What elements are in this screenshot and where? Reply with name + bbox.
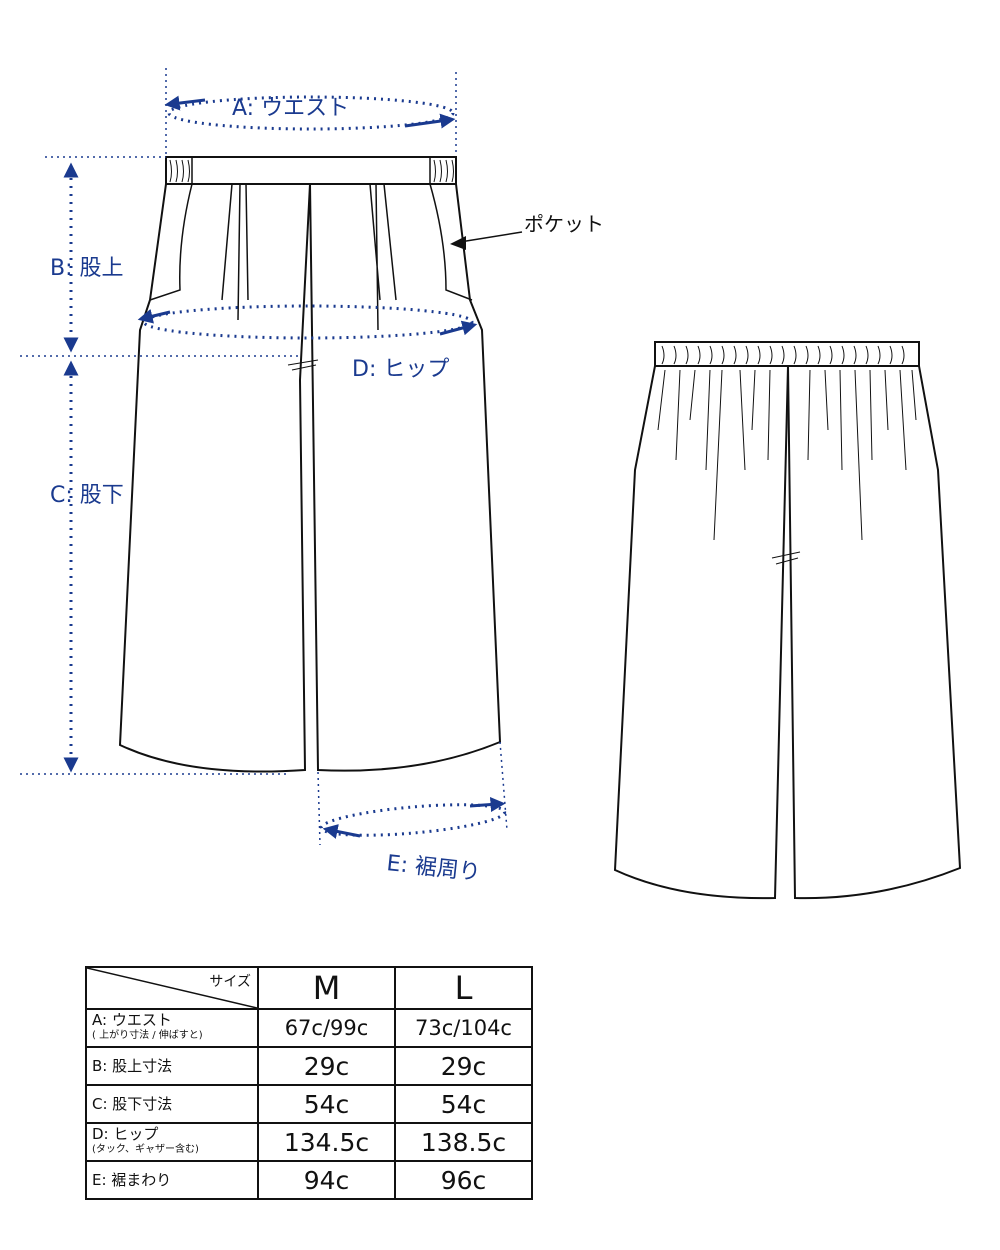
- back-waistband: [654, 341, 920, 367]
- row-label: D: ヒップ (タック、ギャザー含む): [85, 1122, 259, 1162]
- table-cell: 67c/99c: [257, 1008, 396, 1048]
- front-left-leg: [118, 183, 311, 773]
- table-row: E: 裾まわり 94c 96c: [85, 1160, 533, 1200]
- garment-diagram: A: ウエスト B: 股上 C: 股下 D: ヒップ E: 裾周り ポケット: [20, 68, 962, 900]
- table-cell: 138.5c: [394, 1122, 533, 1162]
- table-cell: 94c: [257, 1160, 396, 1200]
- waist-label: A: ウエスト: [232, 96, 349, 121]
- hem-label: E: 裾周り: [385, 851, 481, 886]
- size-header-m: M: [257, 966, 396, 1010]
- waist-measure-ellipse: [167, 95, 455, 131]
- hip-measure-ellipse: [142, 304, 474, 340]
- table-cell: 29c: [394, 1046, 533, 1086]
- back-right-leg: [787, 365, 962, 900]
- row-label: B: 股上寸法: [85, 1046, 259, 1086]
- row-label-text: D: ヒップ: [92, 1125, 159, 1143]
- back-left-leg: [613, 365, 789, 900]
- table-row: C: 股下寸法 54c 54c: [85, 1084, 533, 1124]
- row-sublabel-text: ( 上がり寸法 / 伸ばすと): [92, 1030, 203, 1041]
- table-row: D: ヒップ (タック、ギャザー含む) 134.5c 138.5c: [85, 1122, 533, 1162]
- table-cell: 96c: [394, 1160, 533, 1200]
- table-cell: 73c/104c: [394, 1008, 533, 1048]
- front-right-leg: [309, 183, 502, 772]
- rise-label: B: 股上: [50, 256, 124, 281]
- table-cell: 29c: [257, 1046, 396, 1086]
- row-label-text: C: 股下寸法: [92, 1095, 173, 1113]
- table-row: A: ウエスト ( 上がり寸法 / 伸ばすと) 67c/99c 73c/104c: [85, 1008, 533, 1048]
- row-label: C: 股下寸法: [85, 1084, 259, 1124]
- pocket-label: ポケット: [524, 212, 604, 236]
- table-header-row: サイズ M L: [85, 966, 533, 1010]
- back-view: [613, 341, 962, 900]
- dimension-guides: [20, 68, 508, 846]
- inseam-label: C: 股下: [50, 483, 124, 508]
- table-row: B: 股上寸法 29c 29c: [85, 1046, 533, 1086]
- row-sublabel-text: (タック、ギャザー含む): [92, 1144, 199, 1155]
- table-cell: 134.5c: [257, 1122, 396, 1162]
- front-pocket-right: [429, 183, 473, 301]
- table-corner-cell: サイズ: [85, 966, 259, 1010]
- table-cell: 54c: [257, 1084, 396, 1124]
- table-cell: 54c: [394, 1084, 533, 1124]
- pocket-pointer: [450, 231, 523, 250]
- corner-size-label: サイズ: [209, 974, 251, 990]
- front-waistband: [165, 156, 457, 185]
- front-pocket-left: [149, 183, 193, 301]
- hip-label: D: ヒップ: [352, 357, 449, 382]
- size-header-l: L: [394, 966, 533, 1010]
- row-label-text: B: 股上寸法: [92, 1057, 173, 1075]
- row-label: E: 裾まわり: [85, 1160, 259, 1200]
- row-label: A: ウエスト ( 上がり寸法 / 伸ばすと): [85, 1008, 259, 1048]
- size-table: サイズ M L A: ウエスト ( 上がり寸法 / 伸ばすと) 67c/99c …: [85, 966, 533, 1200]
- row-label-text: A: ウエスト: [92, 1011, 172, 1029]
- front-view: [118, 156, 502, 773]
- row-label-text: E: 裾まわり: [92, 1171, 172, 1189]
